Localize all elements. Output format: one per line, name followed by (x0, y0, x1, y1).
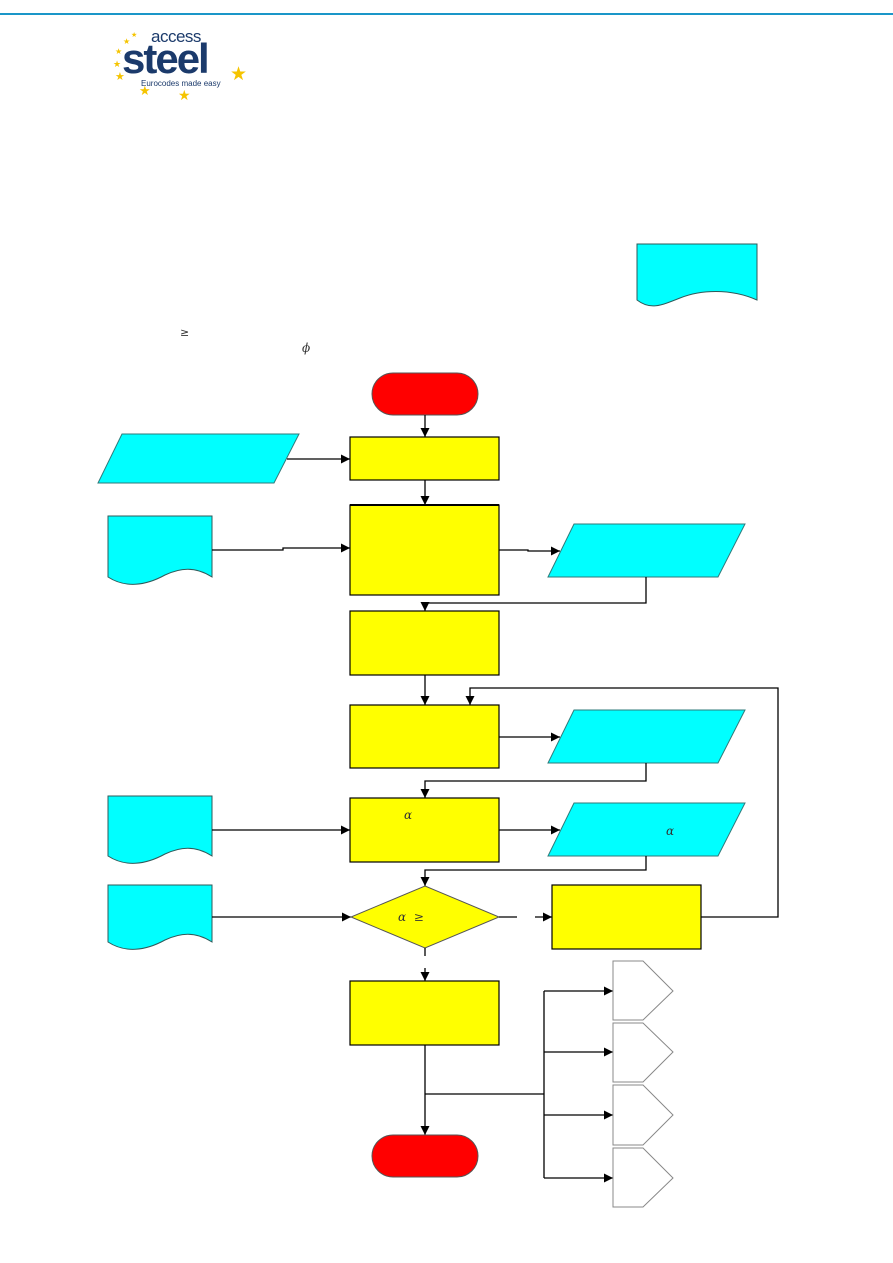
logo-word-access: access (151, 27, 201, 46)
star-icon: ★ (115, 71, 125, 83)
star-icon: ★ (139, 83, 151, 98)
alpha-symbol-process: α (404, 808, 413, 822)
star-icon: ★ (123, 37, 131, 46)
offpage-connector-1 (612, 960, 674, 1021)
access-steel-logo: access steel Eurocodes made easy ★ ★ ★ ★… (105, 28, 255, 103)
output-data-2 (547, 709, 746, 764)
star-icon: ★ (230, 64, 248, 85)
decision-condition: α ≥ (398, 910, 424, 924)
output-data-3 (547, 802, 746, 857)
output-data-1 (547, 523, 746, 578)
start-terminator (371, 372, 479, 416)
star-icon: ★ (178, 87, 191, 103)
decision-diamond (349, 885, 501, 949)
input-data-1 (97, 433, 300, 484)
document-input-2 (107, 795, 213, 864)
process-2 (349, 504, 500, 596)
document-shape-reference (636, 243, 758, 307)
header-rule (0, 13, 893, 15)
star-icon: ★ (113, 59, 122, 69)
star-icon: ★ (115, 47, 123, 56)
process-6-revise (551, 884, 702, 950)
document-input-1 (107, 515, 213, 585)
geq-symbol: ≥ (180, 326, 190, 339)
logo-tagline: Eurocodes made easy (141, 79, 221, 88)
offpage-connector-2 (612, 1022, 674, 1083)
process-3 (349, 610, 500, 676)
process-7 (349, 980, 500, 1046)
process-1 (349, 436, 500, 481)
end-terminator (371, 1134, 479, 1178)
document-input-3 (107, 884, 213, 950)
star-icon: ★ (131, 32, 138, 39)
phi-symbol: ϕ (302, 341, 311, 355)
offpage-connector-4 (612, 1147, 674, 1208)
logo-word-steel: steel (122, 35, 210, 82)
alpha-symbol-output: α (666, 824, 675, 838)
offpage-connector-3 (612, 1084, 674, 1146)
process-4 (349, 704, 500, 769)
process-5 (349, 797, 500, 863)
